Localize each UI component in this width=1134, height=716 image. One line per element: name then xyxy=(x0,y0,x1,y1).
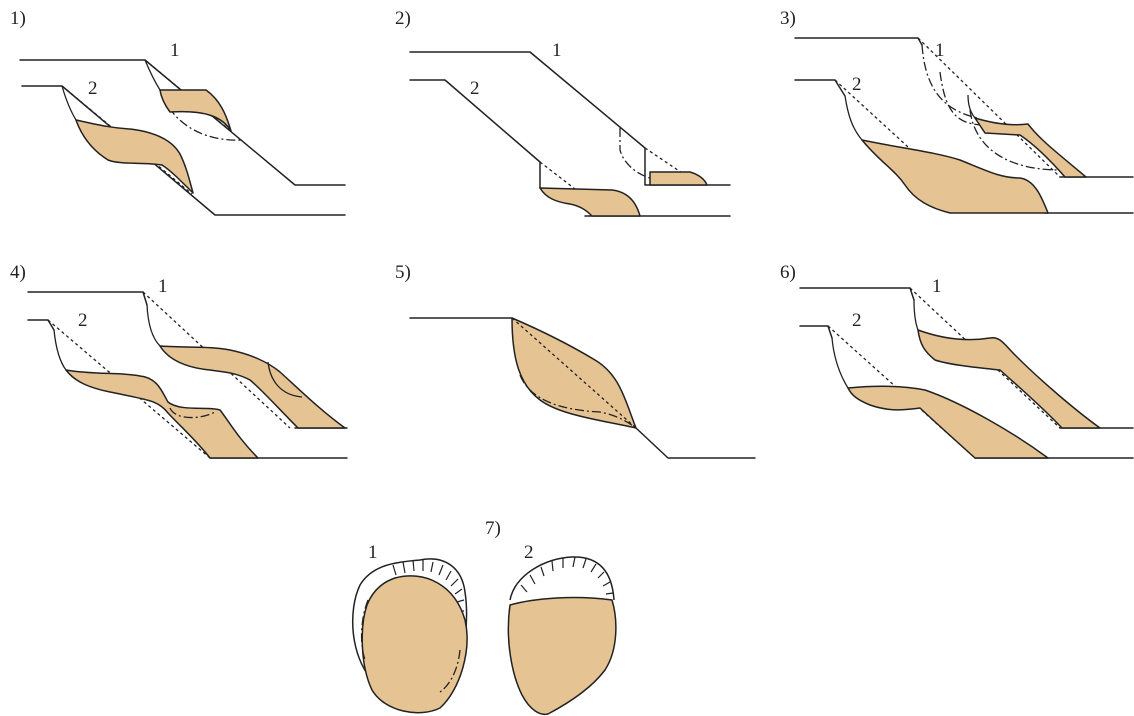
panel-3-slide-mass-1 xyxy=(974,117,1087,178)
plan-1-deposit xyxy=(361,575,468,714)
panel-4-scarp-2 xyxy=(53,329,67,371)
panel-2-lower-slope-profile xyxy=(409,79,541,189)
panel-3-slide-mass-2 xyxy=(861,139,1049,214)
panel-1-slide-mass-1 xyxy=(159,89,232,132)
panel-5: 5) xyxy=(395,262,756,459)
plan-1-inner-boundary-b xyxy=(439,649,461,693)
panel-6-scarp-1 xyxy=(913,299,919,331)
panel-2-upper-slope-profile xyxy=(409,51,731,186)
plan-2-scar-outline xyxy=(509,556,615,601)
panel-7-marker-1: 1 xyxy=(368,542,378,563)
panel-4-upper-slope-profile xyxy=(27,291,148,306)
panel-5-label: 5) xyxy=(395,262,411,283)
panel-1-scarp-1 xyxy=(144,59,161,91)
panel-7-label: 7) xyxy=(485,518,501,539)
panel-4-marker-1: 1 xyxy=(158,276,168,297)
panel-3-scarp-1 xyxy=(967,94,976,119)
panel-3-upper-slope-profile xyxy=(794,37,923,46)
panel-1-marker-2: 2 xyxy=(88,78,98,99)
panel-2: 2) 1 2 xyxy=(395,8,731,217)
panel-4-slide-mass-2 xyxy=(65,369,259,459)
panel-1-slide-mass-2 xyxy=(75,119,194,194)
panel-1-label: 1) xyxy=(10,8,26,29)
panel-1-slip-surface-1 xyxy=(161,91,243,141)
panel-3-lower-slope-profile xyxy=(794,79,846,97)
panel-6-marker-1: 1 xyxy=(932,276,942,297)
panel-5-original-slope xyxy=(511,317,637,429)
panel-4-secondary-slip-1 xyxy=(267,361,303,398)
plan-2-deposit xyxy=(507,596,617,716)
panel-2-slide-mass-2 xyxy=(539,187,641,217)
panel-7: 7) 1 2 xyxy=(352,518,617,716)
panel-6-marker-2: 2 xyxy=(852,310,862,331)
panel-4: 4) 1 2 xyxy=(10,262,348,459)
plan-2-scarp-hatch xyxy=(520,556,614,595)
panel-4-scarp-1 xyxy=(146,304,161,347)
panel-5-slip-surface xyxy=(519,374,637,429)
panel-3-scarp-2 xyxy=(844,95,863,141)
panel-3-label: 3) xyxy=(780,8,796,29)
panel-6-lower-slope-profile xyxy=(799,325,833,339)
panel-1: 1) 1 2 xyxy=(10,8,346,216)
panel-3: 3) 1 2 xyxy=(780,8,1134,214)
plan-1-inner-boundary-a xyxy=(360,599,369,661)
panel-1-marker-1: 1 xyxy=(170,40,180,61)
panel-4-slip-surface-2 xyxy=(169,407,216,419)
panel-3-marker-2: 2 xyxy=(852,74,862,95)
panel-7-marker-2: 2 xyxy=(524,542,534,563)
panel-2-marker-2: 2 xyxy=(470,78,480,99)
panel-6-scarp-2 xyxy=(831,337,849,389)
panel-2-label: 2) xyxy=(395,8,411,29)
panel-6-slide-mass-2 xyxy=(847,385,1049,459)
panel-1-scarp-2 xyxy=(61,85,77,121)
panel-6-slide-mass-1 xyxy=(917,329,1101,429)
panel-4-label: 4) xyxy=(10,262,26,283)
panel-6: 6) 1 2 xyxy=(780,262,1134,459)
panel-4-slide-mass-1 xyxy=(159,345,346,429)
panel-4-marker-2: 2 xyxy=(78,310,88,331)
panel-3-marker-1: 1 xyxy=(935,40,945,61)
panel-3-slip-surface-1c xyxy=(969,109,1061,171)
panel-6-label: 6) xyxy=(780,262,796,283)
panel-3-slip-surface-1b xyxy=(939,71,986,126)
panel-2-slide-mass-1 xyxy=(649,171,708,186)
panel-2-marker-1: 1 xyxy=(552,40,562,61)
panel-3-slip-surface-1a xyxy=(921,44,986,131)
panel-5-toe-slope xyxy=(635,427,756,459)
panel-6-upper-slope-profile xyxy=(799,287,915,301)
